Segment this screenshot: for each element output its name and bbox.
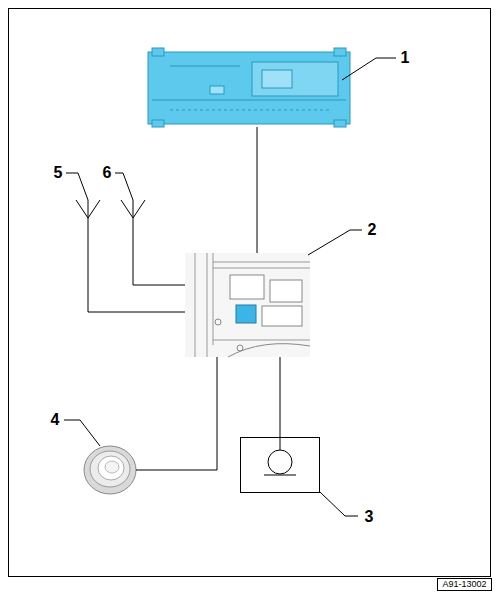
component-node: 6 (119, 198, 147, 226)
fastener (215, 319, 221, 325)
callout-number: 6 (95, 163, 119, 183)
module-location (236, 305, 256, 323)
callout-number: 5 (46, 163, 70, 183)
outer-frame (9, 9, 491, 577)
callout-number: 1 (393, 48, 417, 68)
callout-number: 4 (43, 410, 67, 430)
module-edge (170, 66, 240, 67)
bracket-outline (270, 280, 302, 302)
module-tab (152, 120, 164, 127)
control-module (148, 52, 350, 124)
leader-line (64, 420, 100, 446)
panel-line (213, 262, 310, 340)
component-node: 5 (74, 198, 102, 226)
component-node: 4 (84, 445, 136, 495)
figure-number-box: A91-13002 (437, 578, 492, 591)
bracket-outline (230, 275, 264, 299)
callout-number: 2 (360, 220, 384, 240)
leader-line (342, 58, 396, 80)
leader-line (115, 173, 133, 200)
component-node: 3 (240, 437, 320, 493)
module-edge (152, 100, 346, 101)
module-tab (152, 48, 164, 56)
module-connector (262, 70, 292, 88)
leader-line (66, 173, 88, 200)
component-node: 1 (148, 48, 350, 127)
bracket-outline (262, 306, 302, 326)
wire-connector (280, 357, 281, 437)
leader-line (308, 230, 362, 255)
grommet-outer (84, 446, 136, 494)
vehicle-illustration (185, 253, 310, 357)
module-clip (210, 86, 224, 94)
antenna-symbol (121, 200, 145, 226)
callout-number: 3 (357, 507, 381, 527)
pillar-line (195, 253, 213, 357)
wire-connector (257, 127, 258, 253)
module-tab (334, 48, 346, 56)
figure-number: A91-13002 (438, 579, 491, 590)
grommet-center (105, 461, 119, 473)
module-housing (252, 62, 338, 96)
module-tab (334, 120, 346, 127)
wire-connector (136, 357, 217, 470)
wire-connector (88, 226, 185, 312)
module-ribs (170, 110, 330, 111)
grommet-ring (90, 451, 130, 487)
grommet-inner (98, 456, 124, 480)
symbol-base (264, 475, 296, 476)
leader-line (320, 492, 358, 516)
door-line (228, 344, 310, 357)
antenna-symbol (76, 200, 100, 226)
speaker-symbol (268, 450, 292, 474)
wire-connector (133, 226, 185, 285)
fastener (237, 345, 243, 351)
component-node: 2 (185, 253, 310, 357)
symbol-lead (280, 437, 281, 450)
